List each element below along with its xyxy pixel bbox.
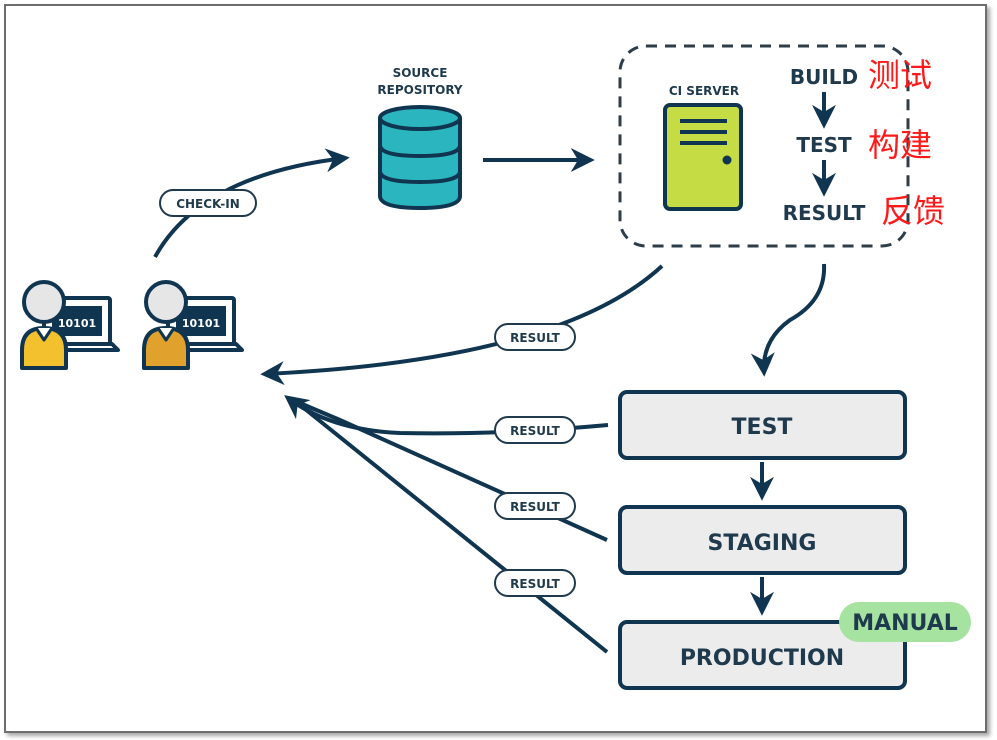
ci-server-group: CI SERVER BUILD TEST RESULT: [618, 44, 910, 248]
server-icon: [663, 103, 743, 211]
ci-to-pipeline-arrow: [750, 263, 827, 377]
svg-text:RESULT: RESULT: [510, 500, 560, 514]
repository-title-line1: SOURCE: [393, 66, 448, 80]
annotation-test: 测试: [868, 56, 932, 94]
ci-step-build: BUILD: [790, 65, 858, 89]
svg-text:TEST: TEST: [732, 415, 793, 440]
developer-1: 10101: [20, 280, 120, 370]
annotation-build: 构建: [868, 126, 932, 164]
repository-title-line2: REPOSITORY: [377, 83, 463, 97]
svg-text:RESULT: RESULT: [510, 577, 560, 591]
svg-text:STAGING: STAGING: [708, 531, 817, 556]
laptop-screen-text: 10101: [182, 317, 220, 330]
staging-result-label: RESULT: [494, 492, 576, 520]
developer-laptop-icon: 10101: [142, 280, 244, 370]
svg-text:RESULT: RESULT: [510, 331, 560, 345]
stage-production: PRODUCTION: [618, 620, 907, 690]
ci-result-arrow: [260, 264, 664, 386]
production-result-label: RESULT: [494, 569, 576, 597]
svg-text:PRODUCTION: PRODUCTION: [680, 646, 844, 671]
laptop-screen-text: 10101: [58, 317, 96, 330]
developer-2: 10101: [142, 280, 244, 370]
ci-result-label: RESULT: [494, 323, 576, 351]
check-in-label: CHECK-IN: [159, 189, 257, 217]
ci-server-title: CI SERVER: [669, 84, 739, 98]
stage-staging: STAGING: [618, 505, 907, 575]
stage-test: TEST: [618, 390, 907, 460]
ci-step-result: RESULT: [783, 201, 866, 225]
source-repository: SOURCE REPOSITORY: [377, 66, 463, 211]
database-icon: [378, 105, 462, 211]
test-result-label: RESULT: [494, 416, 576, 444]
annotation-feedback: 反馈: [881, 192, 945, 230]
manual-badge: MANUAL: [839, 602, 971, 642]
svg-text:RESULT: RESULT: [510, 424, 560, 438]
ci-step-test: TEST: [796, 133, 852, 157]
svg-text:CHECK-IN: CHECK-IN: [176, 197, 240, 211]
developer-laptop-icon: 10101: [20, 280, 120, 370]
svg-text:MANUAL: MANUAL: [852, 611, 958, 636]
